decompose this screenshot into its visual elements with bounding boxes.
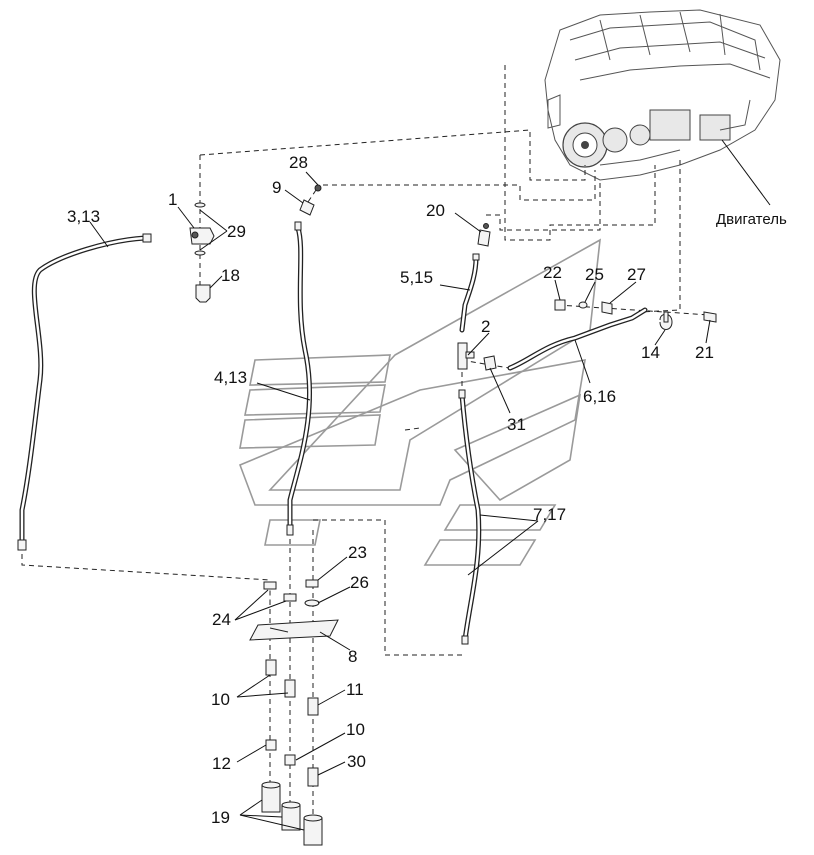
- callouts: 3,13 1 29 18 28 9 4,13 20 5,15 2 22 25 2…: [67, 153, 787, 827]
- callout-19: 19: [211, 808, 230, 827]
- callout-2: 2: [481, 317, 490, 336]
- callout-24: 24: [212, 610, 231, 629]
- watermark-logo: [238, 238, 601, 566]
- callout-1: 1: [168, 190, 177, 209]
- hose-end-fitting: [458, 389, 466, 399]
- part-25-washer: [578, 301, 588, 309]
- engine-illustration: [544, 9, 781, 181]
- hose-5-15: [459, 255, 479, 333]
- part-20-nut: [483, 223, 489, 229]
- part-22-nut: [554, 299, 566, 311]
- hose-end-fitting: [461, 635, 469, 645]
- callout-engine: Двигатель: [716, 211, 787, 228]
- part-10-adapter: [265, 659, 277, 676]
- callout-20: 20: [426, 201, 445, 220]
- part-9-fitting: [299, 199, 315, 216]
- callout-31: 31: [507, 415, 526, 434]
- dashed-routing-lines: [21, 65, 711, 820]
- callout-6-16: 6,16: [583, 387, 616, 406]
- leader-lines: [89, 139, 771, 831]
- callout-25: 25: [585, 265, 604, 284]
- hose-4-13: [287, 225, 313, 533]
- callout-3-13: 3,13: [67, 207, 100, 226]
- part-29-washer: [194, 250, 206, 256]
- part-10-nut: [284, 754, 296, 766]
- hose-end-fitting: [286, 524, 294, 536]
- callout-12: 12: [212, 754, 231, 773]
- part-1-port: [191, 231, 199, 239]
- part-2-port: [465, 351, 475, 359]
- callout-29: 29: [227, 222, 246, 241]
- part-19-filter: [303, 817, 323, 846]
- hose-3-13: [19, 235, 148, 548]
- part-19-filter: [281, 804, 301, 831]
- part-21-fitting: [703, 311, 717, 323]
- part-20-fitting: [477, 229, 491, 247]
- part-19-filter-top: [261, 781, 281, 789]
- part-14-tab: [663, 311, 669, 323]
- callout-27: 27: [627, 265, 646, 284]
- part-29-washer: [194, 202, 206, 208]
- callout-10: 10: [346, 720, 365, 739]
- hose-end-fitting: [294, 221, 302, 231]
- part-24-nut: [263, 581, 277, 590]
- callout-10: 10: [211, 690, 230, 709]
- part-24-nut: [283, 593, 297, 602]
- callout-11: 11: [346, 680, 364, 699]
- tube-6-16: [507, 307, 648, 371]
- hose-end-fitting: [472, 253, 480, 261]
- part-8-plate: [249, 619, 339, 641]
- part-19-filter-top: [303, 814, 323, 822]
- callout-9: 9: [272, 178, 281, 197]
- callout-14: 14: [641, 343, 660, 362]
- part-18-fitting: [195, 284, 211, 303]
- callout-30: 30: [347, 752, 366, 771]
- part-23-nut: [305, 579, 319, 588]
- callout-18: 18: [221, 266, 240, 285]
- part-12-nut: [265, 739, 277, 751]
- hose-end-fitting: [142, 233, 152, 243]
- part-19-filter-top: [281, 801, 301, 809]
- part-27-nut: [601, 301, 613, 315]
- part-19-filter: [261, 784, 281, 813]
- callout-28: 28: [289, 153, 308, 172]
- part-31-fitting: [483, 355, 497, 371]
- hose-7-17: [459, 392, 482, 643]
- callout-4-13: 4,13: [214, 368, 247, 387]
- part-10-adapter: [284, 679, 296, 698]
- callout-21: 21: [695, 343, 714, 362]
- callout-8: 8: [348, 647, 357, 666]
- part-30-valve: [307, 767, 319, 787]
- part-11-adapter: [307, 697, 319, 716]
- callout-26: 26: [350, 573, 369, 592]
- parts: [17, 184, 717, 846]
- part-26-washer: [304, 599, 320, 607]
- callout-7-17: 7,17: [533, 505, 566, 524]
- part-28-ring: [314, 184, 322, 192]
- callout-5-15: 5,15: [400, 268, 433, 287]
- callout-23: 23: [348, 543, 367, 562]
- callout-22: 22: [543, 263, 562, 282]
- hose-end-fitting: [17, 539, 27, 551]
